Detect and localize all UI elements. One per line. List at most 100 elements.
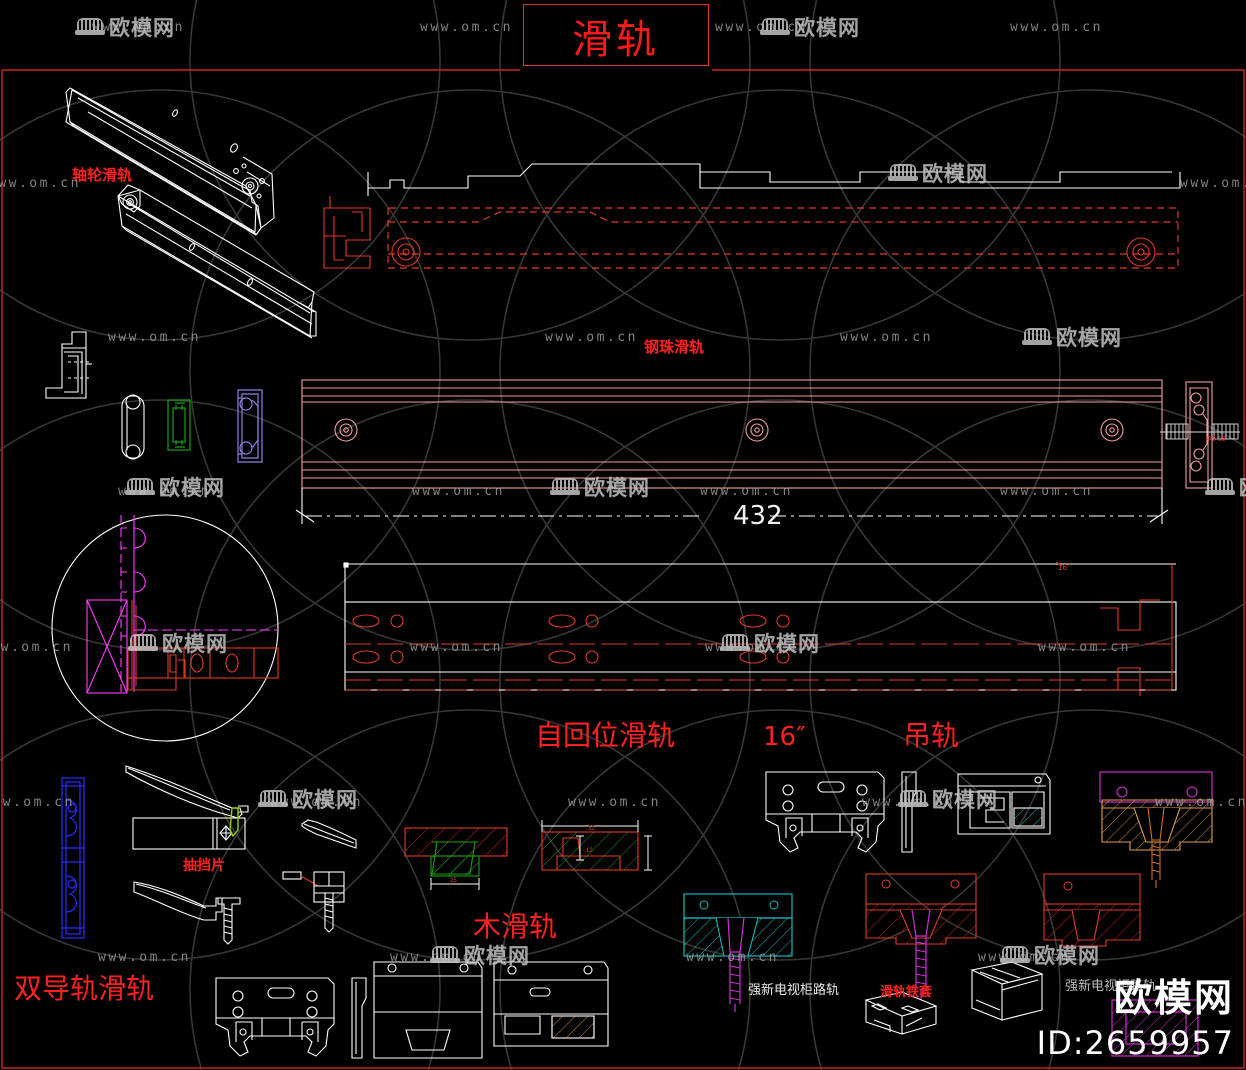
url-watermark: www.om.cn xyxy=(1000,484,1093,499)
url-watermark: www.om.cn xyxy=(686,950,779,965)
url-watermark: www.om.cn xyxy=(545,330,638,345)
section-a xyxy=(865,873,977,1000)
url-watermark: www.om.cn xyxy=(410,640,503,655)
url-watermark: www.om.cn xyxy=(0,176,81,191)
logo-watermark: 欧模网 xyxy=(720,628,820,658)
svg-text:Φ3-18: Φ3-18 xyxy=(1206,436,1226,443)
url-watermark: www.om.cn xyxy=(270,795,363,810)
sofa-icon xyxy=(720,633,750,653)
section-b xyxy=(1043,873,1141,947)
url-watermark: www.om.cn xyxy=(1180,176,1246,191)
cad-label-rail-iron-sleeve: 滑轨铁套 xyxy=(880,985,933,1000)
drawing-title: 滑轨 xyxy=(572,17,660,63)
logo-watermark-text: 欧模网 xyxy=(754,632,820,656)
cad-label-dim-432: 432 xyxy=(733,501,783,531)
cad-label-tv-cabinet-rail: 强新电视柜路轨 xyxy=(748,983,840,998)
logo-watermark-text: 欧模网 xyxy=(1239,472,1246,502)
sofa-icon xyxy=(888,163,918,183)
url-watermark: www.om.cn xyxy=(568,795,661,810)
logo-watermark-text: 欧模网 xyxy=(1056,326,1122,350)
cad-label-axle-wheel-rail: 轴轮滑轨 xyxy=(72,166,133,184)
logo-watermark: 欧模网 xyxy=(75,12,175,42)
logo-watermark: 欧模网 xyxy=(430,940,530,970)
url-watermark: www.om.cn xyxy=(700,484,793,499)
url-watermark: www.om.cn xyxy=(1038,640,1131,655)
logo-watermark: 欧模网 xyxy=(1022,322,1122,352)
logo-watermark: 欧模网 xyxy=(1205,472,1246,502)
sofa-icon xyxy=(1205,477,1235,497)
logo-watermark-text: 欧模网 xyxy=(109,16,175,40)
svg-text:32: 32 xyxy=(588,826,595,832)
cad-label-tv-cabinet-rail-2: 强新电视柜路轨 xyxy=(1065,979,1157,994)
logo-watermark-text: 欧模网 xyxy=(159,476,225,500)
url-watermark: www.om.cn xyxy=(420,20,513,35)
sofa-icon xyxy=(1000,945,1030,965)
cad-label-drawer-stop-plate: 抽挡片 xyxy=(183,858,225,874)
cad-label-ball-bearing-rail: 钢珠滑轨 xyxy=(644,338,705,356)
svg-text:12: 12 xyxy=(586,848,593,854)
logo-watermark-text: 欧模网 xyxy=(932,788,998,812)
wood-section-right: 12 32 xyxy=(541,820,652,871)
url-watermark: www.om.cn xyxy=(108,330,201,345)
logo-watermark: 欧模网 xyxy=(760,12,860,42)
url-watermark: www.om.cn xyxy=(412,484,505,499)
title-box-border xyxy=(523,4,709,66)
cad-label-double-guide-rail: 双导轨滑轨 xyxy=(14,972,155,1005)
model-id-watermark: ID:2659957 xyxy=(1036,1024,1234,1062)
sofa-icon xyxy=(550,477,580,497)
sofa-icon xyxy=(75,17,105,37)
cad-label-self-return-rail: 自回位滑轨 xyxy=(535,719,676,752)
logo-watermark-text: 欧模网 xyxy=(162,632,228,656)
sofa-icon xyxy=(898,789,928,809)
logo-watermark: 欧模网 xyxy=(1000,940,1100,970)
logo-watermark-text: 欧模网 xyxy=(922,162,988,186)
url-watermark: www.om.cn xyxy=(1010,20,1103,35)
logo-watermark-text: 欧模网 xyxy=(1034,944,1100,968)
cad-label-hanging-rail: 吊轨 xyxy=(903,719,960,752)
logo-watermark: 欧模网 xyxy=(888,158,988,188)
part-purple-plate xyxy=(237,389,263,463)
logo-watermark-text: 欧模网 xyxy=(292,788,358,812)
part-green-plate xyxy=(167,399,191,451)
url-watermark: www.om.cn xyxy=(0,640,73,655)
logo-watermark: 欧模网 xyxy=(258,784,358,814)
sofa-icon xyxy=(125,477,155,497)
logo-watermark: 欧模网 xyxy=(898,784,998,814)
cad-label-size-16-inch: 16″ xyxy=(763,722,806,752)
sofa-icon xyxy=(128,633,158,653)
url-watermark: www.om.cn xyxy=(0,795,75,810)
sofa-icon xyxy=(760,17,790,37)
logo-watermark: 欧模网 xyxy=(128,628,228,658)
cad-label-wood-rail: 木滑轨 xyxy=(473,910,558,943)
svg-text:16″: 16″ xyxy=(1058,563,1070,572)
part-oval-plate xyxy=(121,394,145,460)
logo-watermark: 欧模网 xyxy=(125,472,225,502)
url-watermark: www.om.cn xyxy=(92,20,185,35)
brand-watermark: 欧模网 xyxy=(1113,976,1234,1020)
url-watermark: www.om.cn xyxy=(98,950,191,965)
logo-watermark-text: 欧模网 xyxy=(464,944,530,968)
sofa-icon xyxy=(430,945,460,965)
logo-watermark-text: 欧模网 xyxy=(584,476,650,500)
logo-watermark: 欧模网 xyxy=(550,472,650,502)
url-watermark: www.om.cn xyxy=(840,330,933,345)
